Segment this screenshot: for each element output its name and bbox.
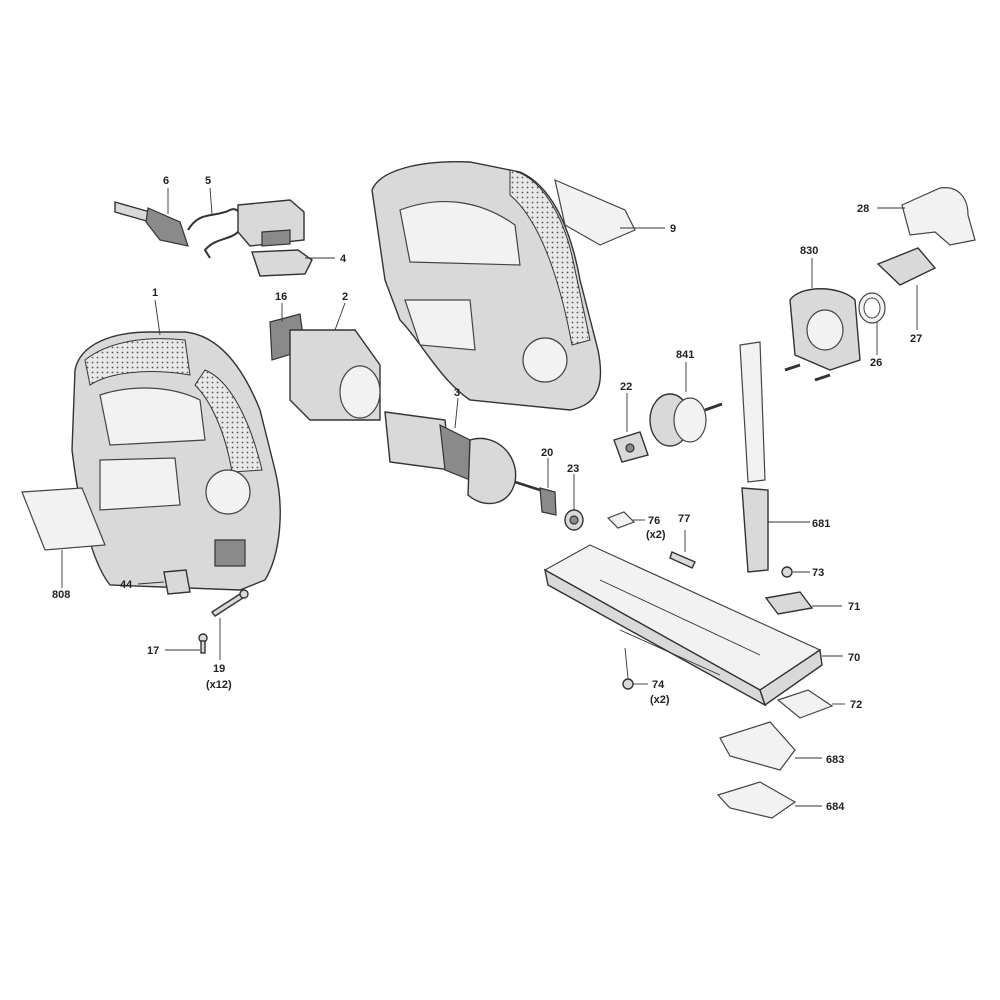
part-71-clamp: [764, 591, 842, 615]
part-28-cap: [877, 187, 976, 246]
part-3-armature: [384, 397, 541, 505]
label-part-74: 74: [652, 679, 665, 691]
part-19-screw: [210, 589, 249, 660]
label-part-684: 684: [826, 801, 845, 813]
part-77-pin: [669, 530, 696, 569]
part-27-clip: [876, 247, 937, 330]
part-26-o-ring: [858, 292, 886, 355]
part-5-wire: [187, 187, 243, 259]
label-part-73: 73: [812, 567, 824, 579]
label-part-5: 5: [205, 175, 211, 187]
part-4-switch: [237, 199, 335, 277]
part-20-bearing: [539, 458, 557, 516]
label-part-4: 4: [340, 253, 347, 265]
part-2-stator: [289, 302, 381, 421]
label-part-9: 9: [670, 223, 676, 235]
part-23-nut: [564, 474, 584, 531]
label-part-70: 70: [848, 652, 860, 664]
part-44-button: [137, 569, 191, 595]
label-part-19: 19: [213, 663, 225, 675]
part-22-cam: [613, 393, 649, 463]
label-part-6: 6: [163, 175, 169, 187]
part-72-insert: [776, 689, 845, 719]
part-70-base-plate: [543, 544, 843, 707]
label-part-72: 72: [850, 699, 862, 711]
part-6-power-cable: [114, 188, 189, 247]
label-part-76: 76: [648, 515, 660, 527]
part-17-screw: [165, 633, 208, 654]
part-76-washer: [606, 511, 645, 529]
part-841-gear: [649, 362, 723, 447]
label-part-74-qty: (x2): [650, 694, 670, 706]
label-part-808: 808: [52, 589, 70, 601]
part-9-housing-half: [371, 161, 665, 411]
label-part-681: 681: [812, 518, 830, 530]
label-part-26: 26: [870, 357, 882, 369]
part-683-shoe: [719, 721, 822, 771]
label-part-20: 20: [541, 447, 553, 459]
label-part-23: 23: [567, 463, 579, 475]
part-830-gear-housing: [784, 258, 861, 382]
label-part-683: 683: [826, 754, 844, 766]
label-part-2: 2: [342, 291, 348, 303]
part-74-screw: [622, 647, 648, 690]
label-part-17: 17: [147, 645, 159, 657]
label-part-16: 16: [275, 291, 287, 303]
label-part-71: 71: [848, 601, 860, 613]
label-part-44: 44: [120, 579, 133, 591]
label-part-22: 22: [620, 381, 632, 393]
part-1-housing-half: [71, 299, 281, 591]
label-part-27: 27: [910, 333, 922, 345]
part-684-cover: [716, 781, 822, 819]
part-681-plunger: [739, 341, 810, 573]
label-part-1: 1: [152, 287, 158, 299]
label-part-19-qty: (x12): [206, 679, 232, 691]
label-part-830: 830: [800, 245, 818, 257]
label-part-77: 77: [678, 513, 690, 525]
part-73-screw: [781, 566, 810, 578]
label-part-3: 3: [454, 387, 460, 399]
label-part-28: 28: [857, 203, 869, 215]
label-part-841: 841: [676, 349, 694, 361]
part-808-label: [21, 487, 106, 588]
label-part-76-qty: (x2): [646, 529, 666, 541]
